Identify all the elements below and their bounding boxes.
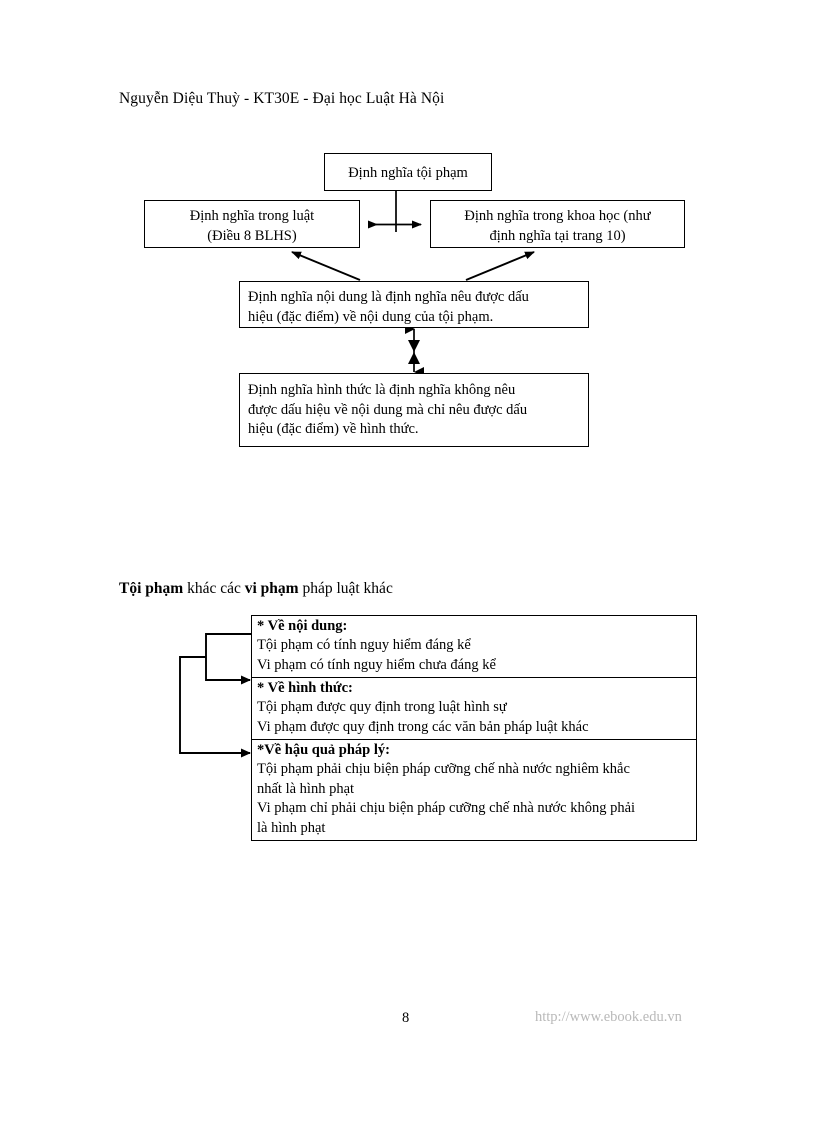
flowchart-box-definition-in-law: Định nghĩa trong luật (Điều 8 BLHS) <box>144 200 360 248</box>
table-row: * Về nội dung: Tội phạm có tính nguy hiể… <box>252 616 696 678</box>
connector-content-to-right <box>465 251 535 281</box>
page-number: 8 <box>402 1010 410 1026</box>
section-header: * Về nội dung: <box>257 618 348 634</box>
heading-bold-crime: Tội phạm <box>119 580 184 597</box>
box-line: Định nghĩa trong luật <box>189 208 315 224</box>
flowchart-box-definition-in-science: Định nghĩa trong khoa học (như định nghĩ… <box>430 200 685 248</box>
section-header: *Về hậu quả pháp lý: <box>257 742 390 758</box>
box-line: Định nghĩa nội dung là định nghĩa nêu đư… <box>248 289 529 305</box>
box-line: hiệu (đặc điểm) về nội dung của tội phạm… <box>248 308 494 325</box>
box-line: hiệu (đặc điểm) về hình thức. <box>248 421 419 437</box>
flowchart-box-form-definition: Định nghĩa hình thức là định nghĩa không… <box>239 373 589 447</box>
heading-text-2: pháp luật khác <box>298 580 393 597</box>
document-header: Nguyễn Diệu Thuỳ - KT30E - Đại học Luật … <box>119 90 445 107</box>
flowchart-connectors <box>291 191 535 377</box>
box-line: được dấu hiệu về nội dung mà chỉ nêu đượ… <box>248 401 528 418</box>
section-line: Tội phạm phải chịu biện pháp cưỡng chế n… <box>257 761 630 777</box>
section-line: Tội phạm được quy định trong luật hình s… <box>257 699 507 715</box>
footer-url: http://www.ebook.edu.vn <box>535 1009 682 1025</box>
section-line: Vi phạm được quy định trong các văn bản … <box>257 718 589 735</box>
box-line: định nghĩa tại trang 10) <box>489 227 626 244</box>
arrowhead-down-mid <box>408 340 420 352</box>
flowchart-box-definition-of-crime: Định nghĩa tội phạm <box>324 153 492 191</box>
table-row: * Về hình thức: Tội phạm được quy định t… <box>252 678 696 740</box>
connector-content-to-left <box>291 251 361 281</box>
box-line: Định nghĩa tội phạm <box>348 165 468 181</box>
section-line: là hình phạt <box>257 819 326 836</box>
table-row: *Về hậu quả pháp lý: Tội phạm phải chịu … <box>252 740 696 840</box>
section-line: Vi phạm chỉ phải chịu biện pháp cưỡng ch… <box>257 800 636 816</box>
box-line: Định nghĩa trong khoa học (như <box>464 208 651 224</box>
heading-bold-violation: vi phạm <box>244 580 299 597</box>
box-line: (Điều 8 BLHS) <box>207 227 297 244</box>
heading-text-1: khác các <box>183 580 245 597</box>
bracket-connector <box>179 633 252 758</box>
bracket-inner <box>205 633 252 685</box>
section-line: Tội phạm có tính nguy hiểm đáng kể <box>257 637 471 653</box>
comparison-table: * Về nội dung: Tội phạm có tính nguy hiể… <box>251 615 697 841</box>
bracket-outer <box>179 656 251 758</box>
section-header: * Về hình thức: <box>257 680 353 696</box>
flowchart-box-content-definition: Định nghĩa nội dung là định nghĩa nêu đư… <box>239 281 589 328</box>
arrowhead-up-mid <box>408 352 420 364</box>
comparison-heading: Tội phạm khác các vi phạm pháp luật khác <box>119 580 393 598</box>
section-line: nhất là hình phạt <box>257 780 355 797</box>
box-line: Định nghĩa hình thức là định nghĩa không… <box>248 382 516 398</box>
section-line: Vi phạm có tính nguy hiểm chưa đáng kể <box>257 656 496 673</box>
